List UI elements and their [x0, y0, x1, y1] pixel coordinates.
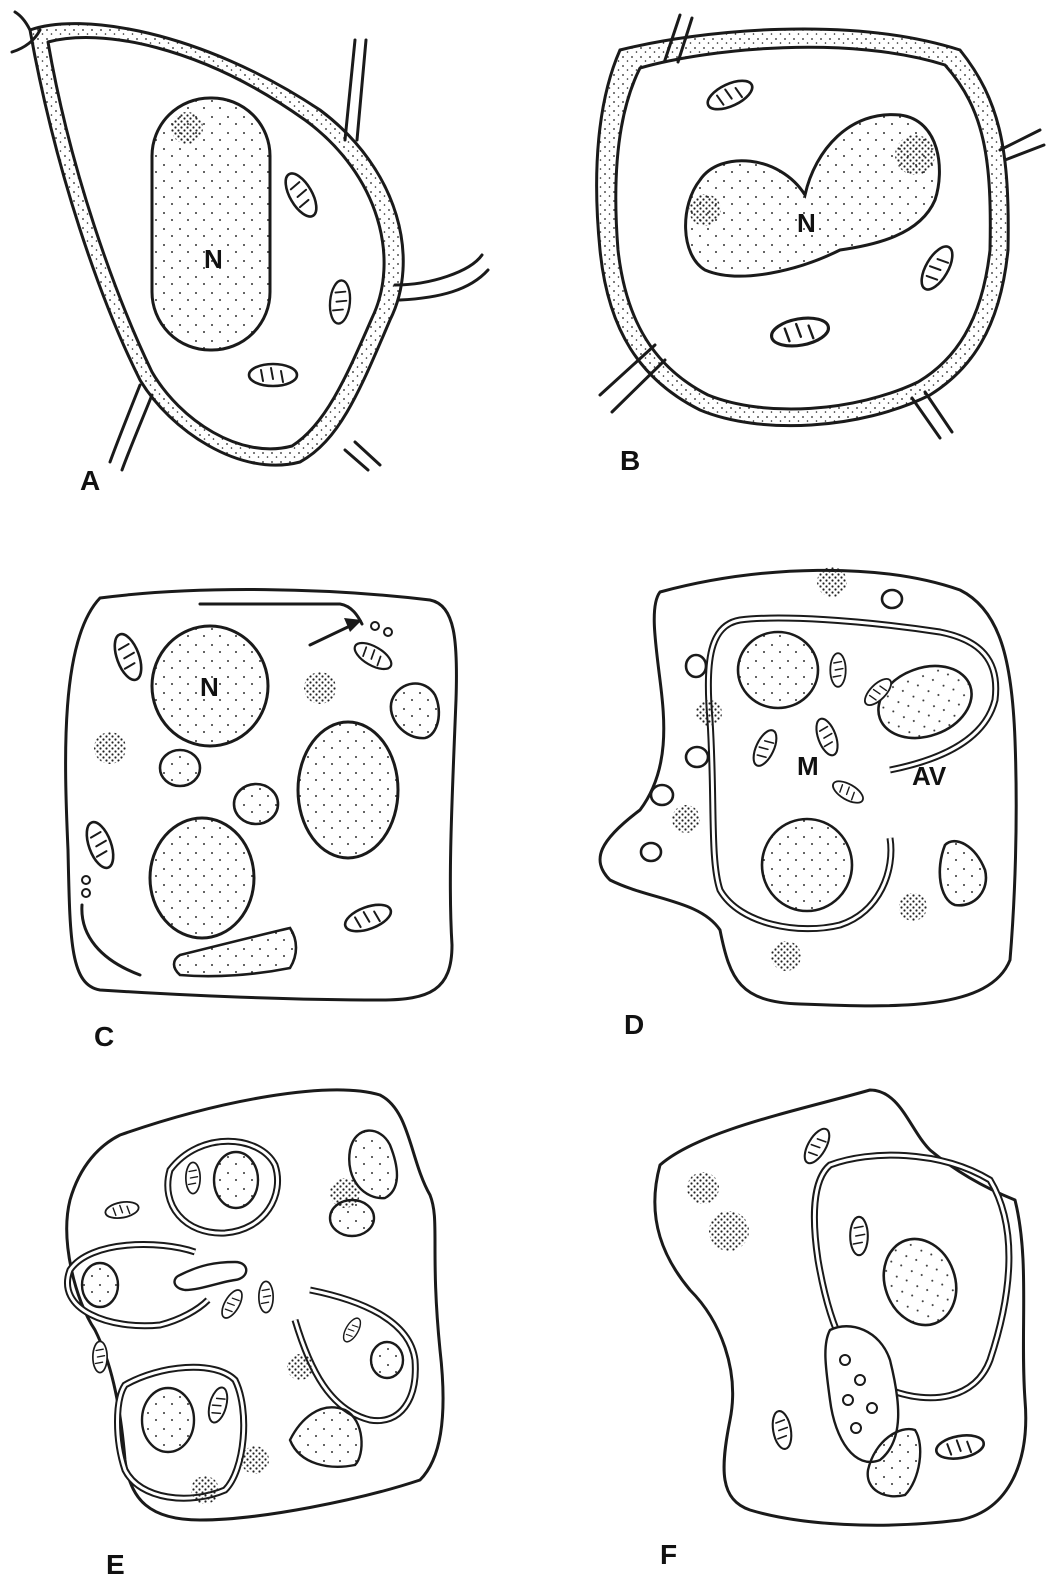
- nucleus-label-a: N: [204, 244, 223, 274]
- granule-cluster-e1: [330, 1178, 360, 1208]
- panel-label-f: F: [660, 1539, 677, 1570]
- autophagic-vacuole-label-d: AV: [912, 761, 947, 791]
- granule-cluster-c1: [304, 672, 336, 704]
- granule-cluster-d3: [672, 805, 700, 833]
- panel-label-c: C: [94, 1021, 114, 1052]
- vesicle-d3: [686, 747, 708, 767]
- panel-label-e: E: [106, 1549, 125, 1580]
- wall-branch-b2: [1000, 130, 1044, 160]
- mitochondrion-e4: [259, 1281, 273, 1312]
- mitochondrion-d1: [830, 653, 845, 687]
- vesicle-large-c2: [150, 818, 254, 938]
- granule-cluster-d1: [817, 567, 847, 597]
- mitochondrion-e1: [186, 1162, 200, 1193]
- vesicle-small-c2: [234, 784, 278, 824]
- panel-d: M AV D: [600, 567, 1016, 1040]
- panel-e: E: [67, 1090, 443, 1580]
- vesicle-d1: [882, 590, 902, 608]
- granule-cluster-f2: [709, 1211, 749, 1251]
- cell-membrane-f: [655, 1090, 1026, 1525]
- granule-cluster-e2: [287, 1354, 313, 1380]
- vesicle-large-c1: [298, 722, 398, 858]
- panel-label-a: A: [80, 465, 100, 496]
- granule-cluster-d4: [899, 893, 927, 921]
- wall-branch-a4: [110, 385, 152, 470]
- chromatin-b2: [689, 194, 721, 226]
- nucleus-label-c: N: [200, 672, 219, 702]
- nucleus-e3: [371, 1342, 403, 1378]
- nucleus-d1: [738, 632, 818, 708]
- wall-branch-a2: [345, 40, 366, 140]
- granule-cluster-c2: [94, 732, 126, 764]
- mitochondrion-label-d: M: [797, 751, 819, 781]
- vesicle-d2: [686, 655, 706, 677]
- wall-branch-a5: [345, 442, 380, 470]
- panel-a: N A: [12, 12, 488, 496]
- panel-label-d: D: [624, 1009, 644, 1040]
- mitochondrion-e5: [93, 1341, 107, 1372]
- panel-label-b: B: [620, 445, 640, 476]
- granule-cluster-d2: [696, 700, 722, 726]
- granule-cluster-f1: [687, 1172, 719, 1204]
- vesicle-d5: [641, 843, 661, 861]
- nucleus-e1: [214, 1152, 258, 1208]
- nucleus-d3: [762, 819, 852, 911]
- mitochondrion-f2: [850, 1217, 868, 1255]
- panel-b: N B: [597, 15, 1044, 476]
- nucleus-e2: [82, 1263, 118, 1307]
- nucleus-e4: [142, 1388, 194, 1452]
- nucleus-a: [152, 98, 270, 350]
- granule-cluster-e4: [191, 1476, 219, 1504]
- vesicle-d4: [651, 785, 673, 805]
- panel-c: N C: [66, 590, 457, 1052]
- wall-branch-a3: [395, 255, 488, 300]
- panel-f: F: [655, 1090, 1026, 1570]
- mitochondrion-a3: [249, 364, 297, 386]
- vesicle-small-c1: [160, 750, 200, 786]
- nucleus-label-b: N: [797, 208, 816, 238]
- granule-cluster-d5: [771, 941, 801, 971]
- chromatin-a: [171, 112, 203, 144]
- granule-cluster-e3: [241, 1446, 269, 1474]
- chromatin-b1: [895, 135, 935, 175]
